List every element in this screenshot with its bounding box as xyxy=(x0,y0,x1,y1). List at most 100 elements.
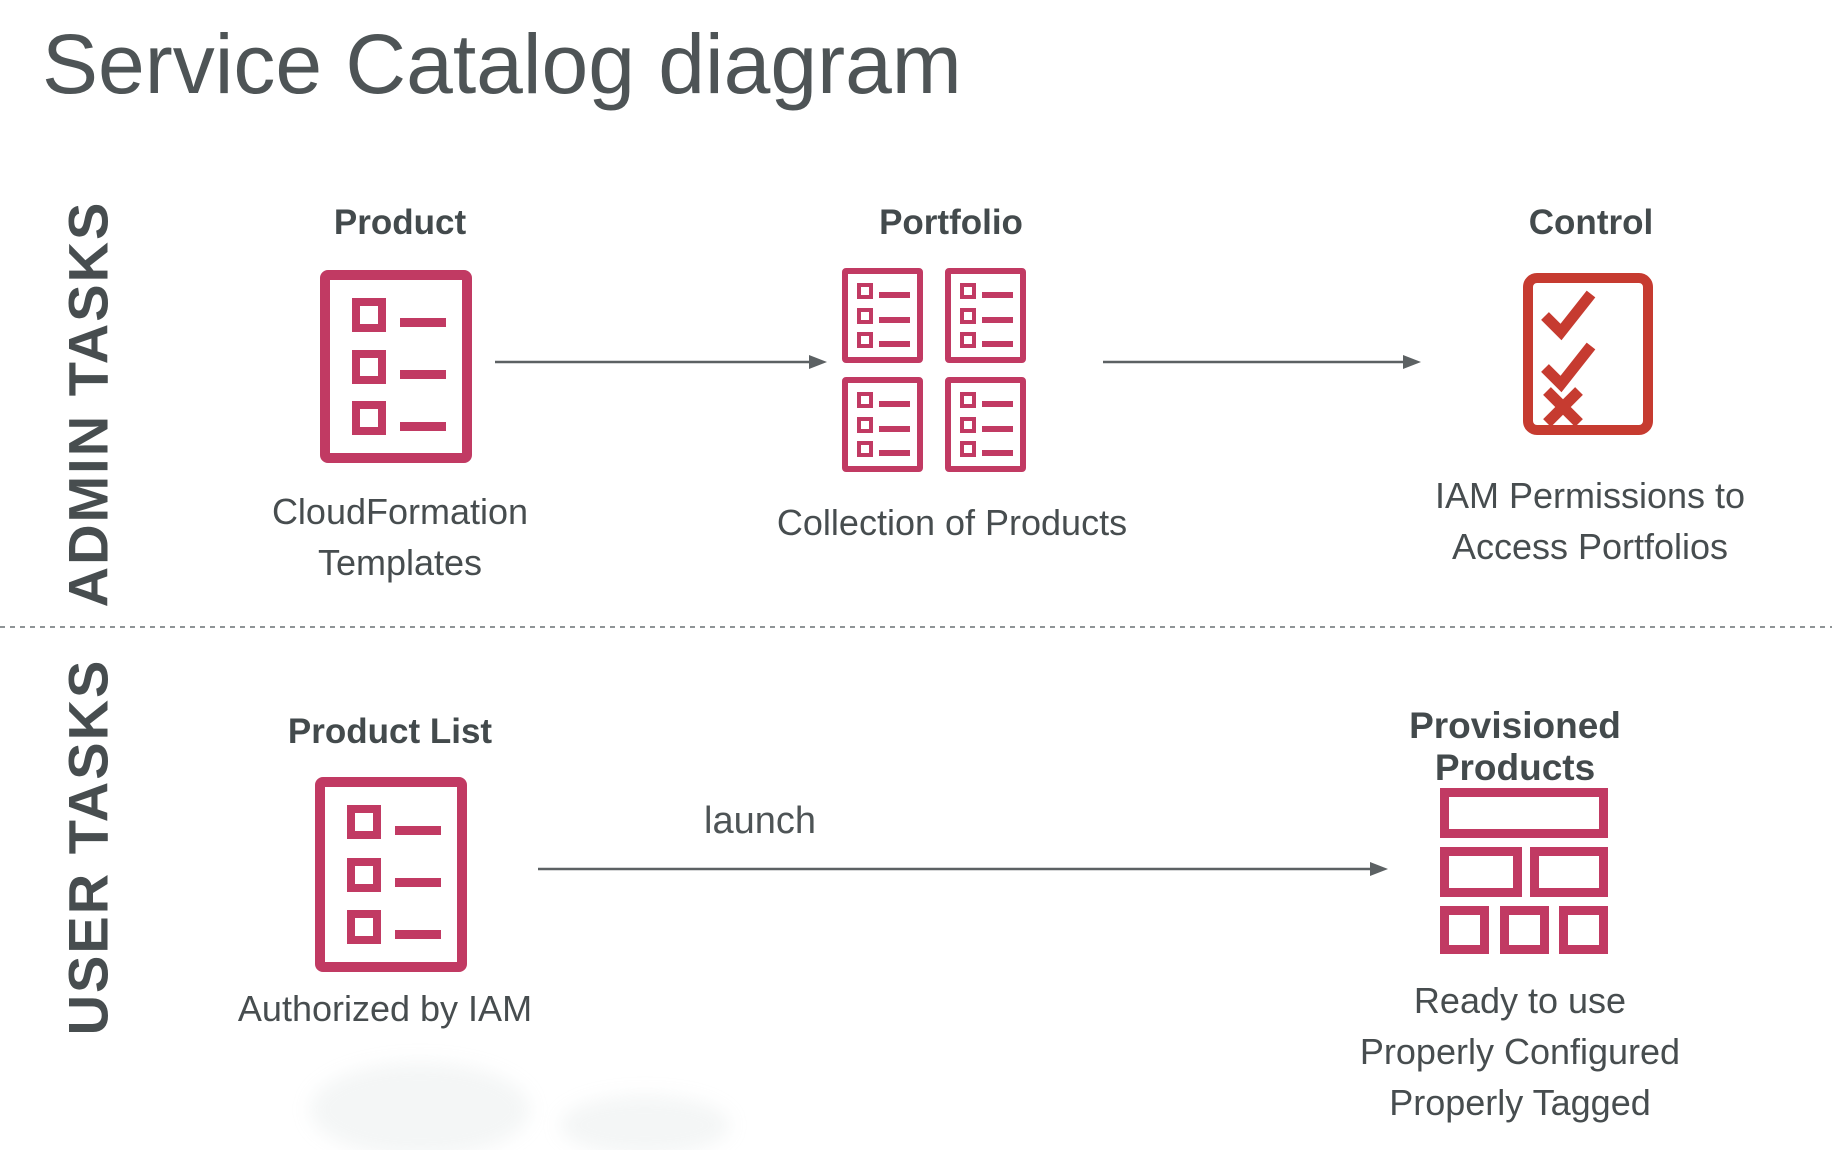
caption-line: CloudFormation xyxy=(271,491,529,532)
list-row xyxy=(857,332,910,349)
caption-line: Properly Tagged xyxy=(1389,1082,1651,1123)
list-bullet-square xyxy=(352,349,386,384)
list-line xyxy=(879,400,910,407)
caption-line: Templates xyxy=(317,542,483,583)
portfolio-product-icon xyxy=(945,268,1026,363)
list-line xyxy=(879,341,910,348)
list-row xyxy=(857,307,910,324)
list-bullet-square xyxy=(857,441,873,458)
list-row xyxy=(347,909,441,944)
admin-tasks-row-label: ADMIN TASKS xyxy=(56,200,120,608)
page-title: Service Catalog diagram xyxy=(42,17,962,111)
list-bullet-square xyxy=(960,391,976,408)
list-row xyxy=(352,297,446,332)
row-divider-dotted-line xyxy=(0,626,1832,628)
list-bullet-square xyxy=(347,857,381,892)
list-line xyxy=(982,341,1013,348)
list-row xyxy=(960,282,1013,299)
faint-watermark-smudge xyxy=(310,1062,530,1150)
portfolio-product-icon xyxy=(842,268,923,363)
product-caption: CloudFormation Templates xyxy=(240,486,560,588)
list-line xyxy=(879,450,910,457)
list-row xyxy=(857,391,910,408)
control-caption: IAM Permissions to Access Portfolios xyxy=(1408,470,1772,572)
list-bullet-square xyxy=(857,307,873,324)
user-tasks-row-label: USER TASKS xyxy=(56,658,120,1036)
list-bullet-square xyxy=(960,441,976,458)
caption-line: Ready to use xyxy=(1413,980,1627,1021)
list-bullet-square xyxy=(857,416,873,433)
list-line xyxy=(982,450,1013,457)
list-row xyxy=(960,391,1013,408)
portfolio-four-list-documents-icon xyxy=(842,268,1026,472)
control-heading: Control xyxy=(1528,203,1654,242)
list-line xyxy=(982,316,1013,323)
list-line xyxy=(400,370,446,379)
list-line xyxy=(400,421,446,431)
list-bullet-square xyxy=(352,297,386,332)
checkmarks-and-x-glyphs xyxy=(1541,290,1596,425)
list-bullet-square xyxy=(352,401,386,436)
list-line xyxy=(879,291,910,298)
arrow-launch-product-list-to-provisioned xyxy=(538,862,1388,876)
caption-line: Authorized by IAM xyxy=(237,988,533,1029)
caption-line: IAM Permissions to xyxy=(1434,475,1746,516)
list-row xyxy=(960,332,1013,349)
list-row xyxy=(857,441,910,458)
list-bullet-square xyxy=(857,282,873,299)
brick-row xyxy=(1440,788,1608,838)
list-line xyxy=(982,291,1013,298)
list-bullet-square xyxy=(960,307,976,324)
caption-line: Access Portfolios xyxy=(1451,526,1729,567)
portfolio-heading: Portfolio xyxy=(879,203,1023,242)
list-bullet-square xyxy=(960,282,976,299)
list-row xyxy=(352,349,446,384)
list-row xyxy=(347,805,441,840)
brick-row xyxy=(1440,847,1608,897)
list-row xyxy=(347,857,441,892)
portfolio-product-icon xyxy=(945,377,1026,472)
list-row xyxy=(352,401,446,436)
product-list-heading: Product List xyxy=(287,712,493,751)
brick-row xyxy=(1440,906,1608,954)
list-bullet-square xyxy=(960,332,976,349)
portfolio-caption: Collection of Products xyxy=(762,497,1142,548)
product-list-document-icon xyxy=(320,270,472,463)
list-line xyxy=(982,400,1013,407)
list-line xyxy=(395,930,441,940)
control-checklist-icon xyxy=(1523,273,1653,435)
list-row xyxy=(960,441,1013,458)
list-line xyxy=(395,878,441,887)
provisioned-products-heading: Provisioned Products xyxy=(1409,705,1621,788)
list-row xyxy=(960,307,1013,324)
arrow-product-to-portfolio xyxy=(495,355,827,369)
list-bullet-square xyxy=(347,909,381,944)
product-list-document-icon xyxy=(315,777,467,972)
brick xyxy=(1499,906,1549,954)
list-row xyxy=(857,282,910,299)
list-bullet-square xyxy=(857,391,873,408)
brick xyxy=(1440,788,1608,838)
arrow-portfolio-to-control xyxy=(1103,355,1421,369)
list-line xyxy=(982,425,1013,432)
list-line xyxy=(879,316,910,323)
provisioned-products-caption: Ready to use Properly Configured Properl… xyxy=(1330,975,1710,1128)
brick xyxy=(1530,847,1608,897)
list-line xyxy=(400,318,446,328)
faint-watermark-smudge xyxy=(560,1095,730,1150)
launch-label: launch xyxy=(704,800,816,842)
brick xyxy=(1440,847,1522,897)
product-list-caption: Authorized by IAM xyxy=(233,983,537,1034)
provisioned-products-bricks-icon xyxy=(1440,788,1608,954)
list-bullet-square xyxy=(857,332,873,349)
list-bullet-square xyxy=(347,805,381,840)
caption-line: Properly Configured xyxy=(1359,1031,1681,1072)
product-heading: Product xyxy=(333,203,467,242)
caption-line: Collection of Products xyxy=(776,502,1128,543)
brick xyxy=(1559,906,1608,954)
list-line xyxy=(879,425,910,432)
list-row xyxy=(857,416,910,433)
list-bullet-square xyxy=(960,416,976,433)
portfolio-product-icon xyxy=(842,377,923,472)
